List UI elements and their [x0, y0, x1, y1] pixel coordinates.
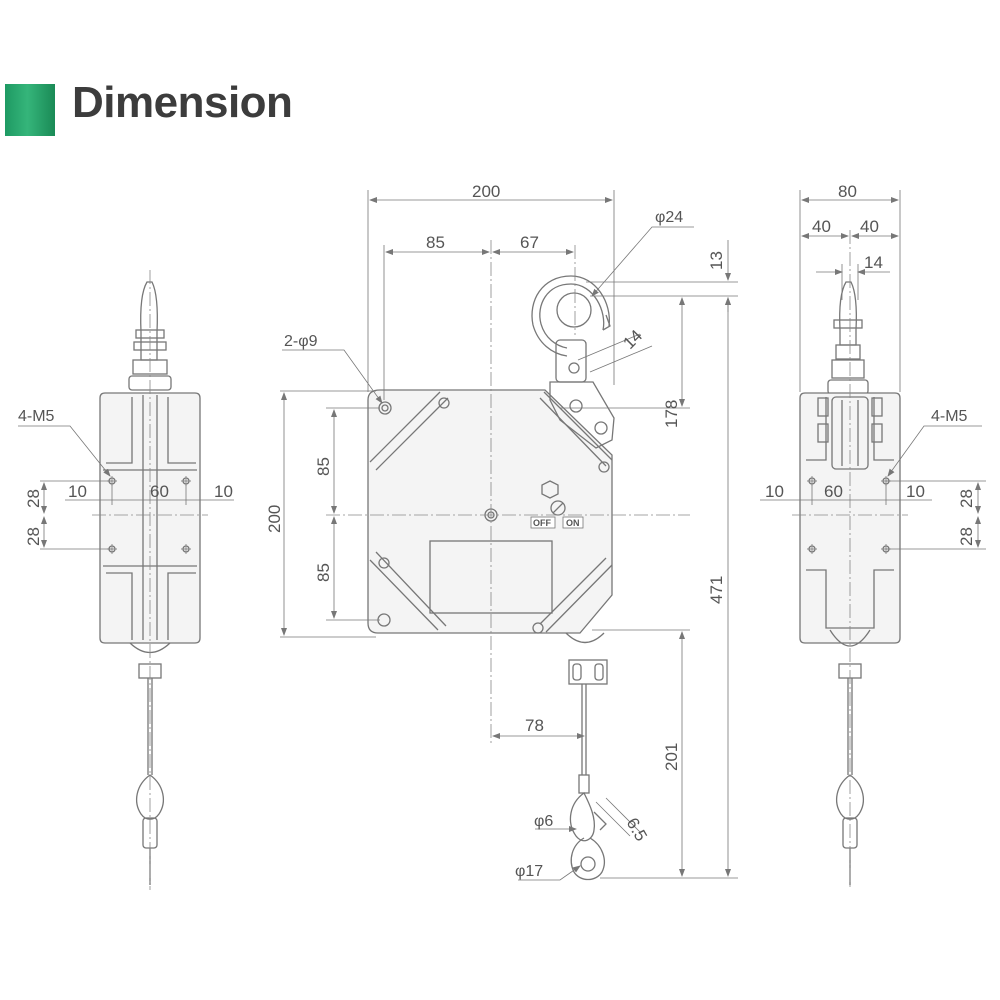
overall-depth-label: 80 — [838, 182, 857, 201]
header-accent-block — [5, 84, 55, 136]
right-right-half-label: 40 — [860, 217, 879, 236]
cable-length-label: 201 — [662, 743, 681, 771]
upper-half-label: 85 — [314, 457, 333, 476]
left-hole-spacing-label: 60 — [150, 482, 169, 501]
tapped-hole-marker — [181, 476, 191, 486]
right-upper-vertical-label: 28 — [957, 489, 976, 508]
wire-diameter-label: φ6 — [534, 813, 553, 830]
right-side-view: 80 40 40 14 4-M5 10 60 10 28 28 — [760, 182, 986, 890]
eye-diameter-label: φ17 — [515, 863, 543, 880]
tapped-hole-marker — [807, 544, 817, 554]
left-side-view: 4-M5 10 60 10 28 28 — [18, 270, 234, 890]
front-view: OFF ON — [265, 182, 738, 881]
center-to-hook-label: 67 — [520, 233, 539, 252]
left-tapped-holes-label: 4-M5 — [18, 408, 55, 425]
right-offset-right-label: 10 — [906, 482, 925, 501]
left-upper-vertical-label: 28 — [24, 489, 43, 508]
tapped-hole-marker — [807, 476, 817, 486]
cable-offset-label: 78 — [525, 716, 544, 735]
body-height-label: 200 — [265, 505, 284, 533]
hook-gap-label: 14 — [619, 326, 646, 353]
switch-off-label: OFF — [533, 518, 551, 528]
hook-diameter-label: φ24 — [655, 209, 683, 226]
tapped-hole-marker — [181, 544, 191, 554]
lower-half-label: 85 — [314, 563, 333, 582]
right-offset-left-label: 10 — [765, 482, 784, 501]
right-left-half-label: 40 — [812, 217, 831, 236]
overall-length-label: 471 — [707, 576, 726, 604]
hook-width-label: 14 — [864, 253, 883, 272]
page-title: Dimension — [72, 78, 293, 127]
right-hole-spacing-label: 60 — [824, 482, 843, 501]
mount-holes-label: 2-φ9 — [284, 333, 318, 350]
hole-to-top-label: 178 — [662, 400, 681, 428]
left-offset-left-label: 10 — [68, 482, 87, 501]
left-lower-vertical-label: 28 — [24, 527, 43, 546]
section-header: Dimension — [5, 78, 405, 138]
left-to-center-label: 85 — [426, 233, 445, 252]
overall-width-label: 200 — [472, 182, 500, 201]
right-tapped-holes-label: 4-M5 — [931, 408, 968, 425]
left-offset-right-label: 10 — [214, 482, 233, 501]
right-lower-vertical-label: 28 — [957, 527, 976, 546]
hook-offset-label: 13 — [707, 251, 726, 270]
switch-on-label: ON — [566, 518, 580, 528]
